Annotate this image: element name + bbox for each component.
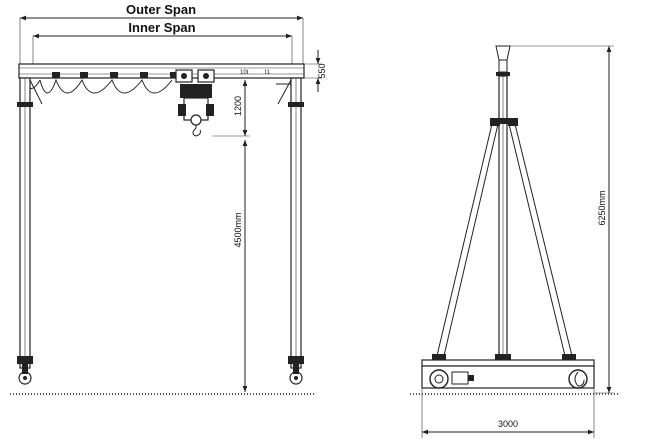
right-brace: [508, 118, 574, 361]
main-beam: [18, 63, 305, 79]
base-frame: [421, 354, 595, 389]
inner-span-label: Inner Span: [128, 20, 195, 35]
hoist-tag-a: 10t: [240, 70, 249, 76]
total-height-label: 6250mm: [597, 190, 607, 225]
total-height-dimension: 6250mm: [510, 45, 614, 394]
front-view: Outer Span Inner Span 550: [10, 2, 327, 395]
outer-span-dimension: Outer Span: [19, 2, 304, 64]
outer-span-label: Outer Span: [126, 2, 196, 17]
inner-span-dimension: Inner Span: [32, 20, 293, 64]
base-width-label: 3000: [498, 419, 518, 429]
hoist-tag-b: t1: [265, 70, 271, 76]
lifting-height-dimension: 4500mm: [233, 140, 248, 392]
side-view: 6250mm 3000: [410, 45, 620, 438]
beam-height-label: 550: [317, 63, 327, 78]
lifting-height-label: 4500mm: [233, 212, 243, 247]
hook-clearance-label: 1200: [233, 96, 243, 116]
right-leg: [276, 77, 304, 385]
electric-hoist: 10t t1: [175, 69, 271, 137]
left-brace: [435, 118, 500, 361]
top-fitting: [495, 45, 511, 76]
hook-clearance-dimension: 1200: [212, 80, 250, 137]
left-leg: [17, 77, 43, 385]
base-width-dimension: 3000: [421, 388, 595, 438]
beam-height-dimension: 550: [304, 50, 327, 92]
